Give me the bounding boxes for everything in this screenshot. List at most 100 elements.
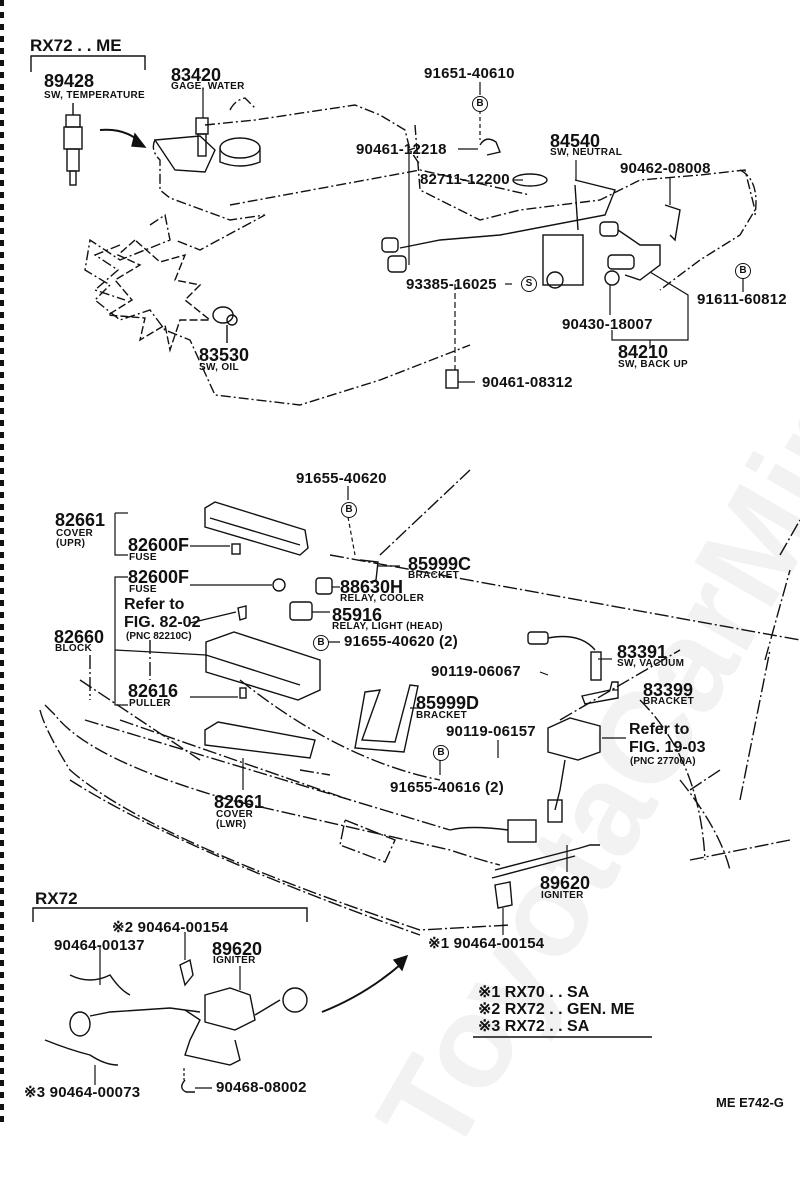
part-name-83420: GAGE, WATER — [171, 81, 245, 92]
part-number-89620-inset[interactable]: 89620 — [212, 939, 263, 959]
part-number-83530[interactable]: 83530 — [199, 345, 250, 365]
legend-item: ※1 RX70 . . SA — [478, 985, 589, 1001]
part-number-90468-08002[interactable]: 90468-08002 — [216, 1079, 307, 1096]
part-name-88630h: RELAY, COOLER — [340, 593, 425, 604]
pnc-reference-82210c: (PNC 82210C) — [126, 631, 192, 642]
engine-outline — [84, 97, 531, 406]
vacuum-switch-drawing — [527, 631, 602, 681]
part-name-82600f-a: FUSE — [129, 552, 157, 563]
legend-item: ※2 RX72 . . GEN. ME — [478, 1002, 635, 1018]
temperature-switch-drawing — [63, 103, 83, 186]
inset-igniter-drawing — [44, 958, 308, 1093]
scan-edge — [0, 0, 4, 1126]
variant-bracket-bottom — [32, 907, 308, 922]
igniter-main-drawing — [449, 717, 601, 879]
fuse-cover-lower-drawing — [204, 721, 316, 759]
part-number-90464-00154-variant2[interactable]: ※2 90464-00154 — [112, 919, 229, 936]
part-name-82661-upper: COVER — [56, 528, 94, 539]
part-number-82660[interactable]: 82660 — [54, 627, 105, 647]
legend-text: RX72 . . SA — [504, 1018, 590, 1035]
fan-drawing — [105, 239, 212, 353]
part-number-90464-00073-variant3[interactable]: ※3 90464-00073 — [24, 1084, 141, 1101]
part-name-85999d: BRACKET — [416, 710, 467, 721]
variant-label-rx72-me: RX72 . . ME — [30, 36, 122, 55]
part-number-84210[interactable]: 84210 — [618, 342, 669, 362]
part-number-90464-00137[interactable]: 90464-00137 — [54, 937, 145, 954]
neutral-switch-drawing — [399, 138, 616, 289]
inset-arrow-head — [392, 954, 409, 972]
relay-drawings — [289, 577, 333, 621]
oil-switch-drawing — [212, 306, 238, 343]
part-number-91611-60812[interactable]: 91611-60812 — [697, 291, 787, 308]
part-number-90461-12218[interactable]: 90461-12218 — [356, 141, 447, 158]
water-gauge-drawing — [153, 117, 261, 173]
bracket-85999d-drawing — [354, 684, 419, 753]
figure-reference-19-03[interactable]: FIG. 19-03 — [629, 739, 706, 756]
part-number-83399[interactable]: 83399 — [643, 680, 694, 700]
part-number-91651-40610[interactable]: 91651-40610 — [424, 65, 515, 82]
legend-text: RX70 . . SA — [504, 984, 590, 1001]
part-number-82661-upper[interactable]: 82661 — [55, 510, 106, 530]
leader-lines-bottom — [114, 486, 626, 935]
refer-to-label: Refer to — [629, 721, 690, 738]
bolt-marker-b: B — [472, 96, 488, 112]
part-name-82600f-b: FUSE — [129, 584, 157, 595]
fuse-cover-upper-drawing — [204, 501, 309, 556]
part-name-84210: SW, BACK UP — [618, 359, 688, 370]
clip-lower-drawing — [494, 881, 513, 909]
part-number-82616[interactable]: 82616 — [128, 681, 179, 701]
part-number-89428[interactable]: 89428 — [44, 71, 95, 91]
part-number-89620-main[interactable]: 89620 — [540, 873, 591, 893]
figure-reference-82-02[interactable]: FIG. 82-02 — [124, 614, 201, 631]
part-number-90430-18007[interactable]: 90430-18007 — [562, 316, 653, 333]
part-name-89620-main: IGNITER — [541, 890, 584, 901]
part-number-82600f-a[interactable]: 82600F — [128, 535, 190, 555]
part-name-82661-lower: COVER — [216, 809, 254, 820]
part-number-82600f-b[interactable]: 82600F — [128, 567, 190, 587]
part-number-93385-16025[interactable]: 93385-16025 — [406, 276, 497, 293]
part-number-90464-00154-variant1[interactable]: ※1 90464-00154 — [428, 935, 545, 952]
part-number-84540[interactable]: 84540 — [550, 131, 601, 151]
part-number-90462-08008[interactable]: 90462-08008 — [620, 160, 711, 177]
legend-mark: ※1 — [478, 984, 501, 1001]
fuse-drawing — [231, 543, 286, 621]
pnc-reference-27700a: (PNC 27700A) — [630, 756, 696, 767]
part-number-88630h[interactable]: 88630H — [340, 577, 404, 597]
leader-lines-top — [202, 82, 744, 383]
part-name-89620-inset: IGNITER — [213, 955, 256, 966]
part-number-90461-08312[interactable]: 90461-08312 — [482, 374, 573, 391]
part-number-82661-lower[interactable]: 82661 — [214, 792, 265, 812]
part-number-82711-12200[interactable]: 82711-12200 — [420, 171, 510, 188]
part-number-91655-40616-qty2[interactable]: 91655-40616 (2) — [390, 779, 504, 796]
part-number-85916[interactable]: 85916 — [332, 605, 383, 625]
part-number-85999d[interactable]: 85999D — [416, 693, 480, 713]
refer-to-label: Refer to — [124, 596, 185, 613]
clip-drawing — [445, 369, 459, 389]
part-name-82616: PULLER — [129, 698, 171, 709]
part-name-84540: SW, NEUTRAL — [550, 147, 623, 158]
part-name-83399: BRACKET — [643, 696, 694, 707]
part-name-83391: SW, VACUUM — [617, 658, 685, 669]
part-number-83391[interactable]: 83391 — [617, 642, 668, 662]
part-number-83420[interactable]: 83420 — [171, 65, 222, 85]
part-number-90119-06157[interactable]: 90119-06157 — [446, 723, 536, 740]
bracket-83399-drawing — [581, 681, 619, 705]
legend-item: ※3 RX72 . . SA — [478, 1019, 589, 1035]
part-name-82661-lower-position: (LWR) — [216, 819, 247, 830]
bolt-marker-b: B — [735, 263, 751, 279]
parts-diagram-artwork — [30, 55, 800, 1093]
part-name-82661-upper-position: (UPR) — [56, 538, 86, 549]
variant-bracket-top — [30, 55, 146, 72]
backup-switch-drawing — [599, 204, 681, 286]
bracket-85999c-drawing — [359, 559, 379, 583]
stud-marker-s: S — [521, 276, 537, 292]
part-number-90119-06067[interactable]: 90119-06067 — [431, 663, 521, 680]
part-number-91655-40620-qty2[interactable]: 91655-40620 (2) — [344, 633, 458, 650]
part-number-85999c[interactable]: 85999C — [408, 554, 472, 574]
connector-drawing — [381, 237, 407, 273]
legend-mark: ※2 — [478, 1001, 501, 1018]
part-name-89428: SW, TEMPERATURE — [44, 90, 145, 101]
part-number-91655-40620[interactable]: 91655-40620 — [296, 470, 387, 487]
illustration-code: ME E742-G — [716, 1095, 784, 1110]
part-name-85999c: BRACKET — [408, 570, 459, 581]
